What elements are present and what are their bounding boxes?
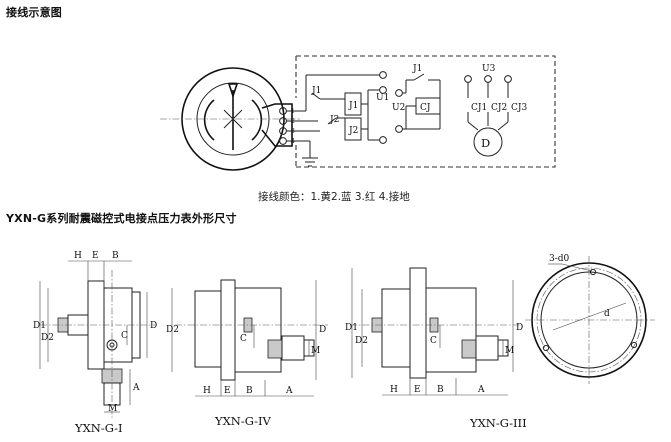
gauge-schematic — [160, 67, 300, 171]
wiring-diagram-title: 接线示意图 — [6, 6, 62, 19]
wire-color-legend: 接线颜色：1.黄2.蓝 3.红 4.接地 — [258, 191, 410, 203]
view-iii-dim-d: D — [516, 323, 523, 333]
flange-dim-d: d — [604, 309, 610, 319]
u1-label: U1 — [376, 93, 389, 103]
motor-contact-cj3: CJ3 — [511, 103, 527, 113]
view-iii-dim-e: E — [414, 385, 421, 395]
flange-front-view: 3-d0 d — [525, 254, 655, 384]
view-yxn-g-iv: D2 D C M H E B A YXN-G-IV — [166, 279, 328, 428]
view-iii-dim-d1: D1 — [345, 323, 358, 333]
motor-contact-cj2: CJ2 — [491, 103, 507, 113]
view-iv-dim-c: C — [240, 334, 247, 344]
flange-dim-holes: 3-d0 — [549, 254, 570, 264]
view-iii-dim-d2: D2 — [355, 336, 368, 346]
view-iii-caption: YXN-G-III — [469, 416, 527, 430]
view-iv-dim-h: H — [203, 386, 211, 396]
u3-label: U3 — [482, 64, 496, 74]
view-iv-dim-a: A — [285, 386, 293, 396]
view-i-dim-d: D — [150, 321, 157, 331]
view-i-dim-h: H — [74, 251, 82, 261]
view-yxn-g-iii: D1 D2 D C M H E B A YXN-G-III — [345, 267, 527, 430]
view-iv-dim-m: M — [311, 346, 320, 356]
view-i-dim-c: C — [121, 331, 128, 341]
view-iii-dim-m: M — [505, 346, 514, 356]
view-iii-dim-h: H — [390, 385, 398, 395]
view-iii-dim-c: C — [430, 336, 437, 346]
view-iv-dim-d: D — [319, 325, 326, 335]
view-i-dim-d1: D1 — [33, 321, 46, 331]
view-i-dim-b: B — [112, 251, 119, 261]
relay-circuit: J1 J2 J1 J2 U1 — [286, 71, 389, 144]
view-iv-dim-b: B — [246, 386, 253, 396]
terminal-block: 1 2 3 4 — [279, 107, 318, 167]
contactor-coil-label: CJ — [420, 103, 431, 113]
switch-j2-label: J2 — [329, 115, 339, 125]
contact-j1-label: J1 — [412, 64, 422, 74]
motor-circuit: U3 CJ1 CJ2 CJ3 D — [464, 64, 527, 157]
control-panel-dashed — [295, 55, 556, 168]
view-iii-dim-a: A — [477, 385, 485, 395]
view-i-dim-e: E — [92, 251, 99, 261]
dimension-section-title: YXN-G系列耐震磁控式电接点压力表外形尺寸 — [6, 212, 237, 225]
u2-label: U2 — [392, 103, 405, 113]
switch-j1-label: J1 — [311, 86, 321, 96]
view-yxn-g-i: H E B D1 D2 D C A M YXN-G-I — [33, 251, 157, 435]
relay-j1-label: J1 — [348, 101, 358, 111]
view-iv-dim-e: E — [224, 386, 231, 396]
view-i-dim-a: A — [132, 383, 140, 393]
view-iii-dim-b: B — [437, 385, 444, 395]
view-iv-caption: YXN-G-IV — [214, 414, 272, 428]
contactor-circuit: U2 J1 CJ — [392, 64, 441, 133]
view-i-dim-d2: D2 — [41, 333, 54, 343]
view-i-caption: YXN-G-I — [74, 421, 123, 435]
view-i-dim-m: M — [108, 404, 117, 414]
view-iv-dim-d2: D2 — [166, 325, 179, 335]
relay-j2-label: J2 — [348, 126, 358, 136]
motor-label: D — [481, 136, 490, 150]
motor-contact-cj1: CJ1 — [471, 103, 487, 113]
